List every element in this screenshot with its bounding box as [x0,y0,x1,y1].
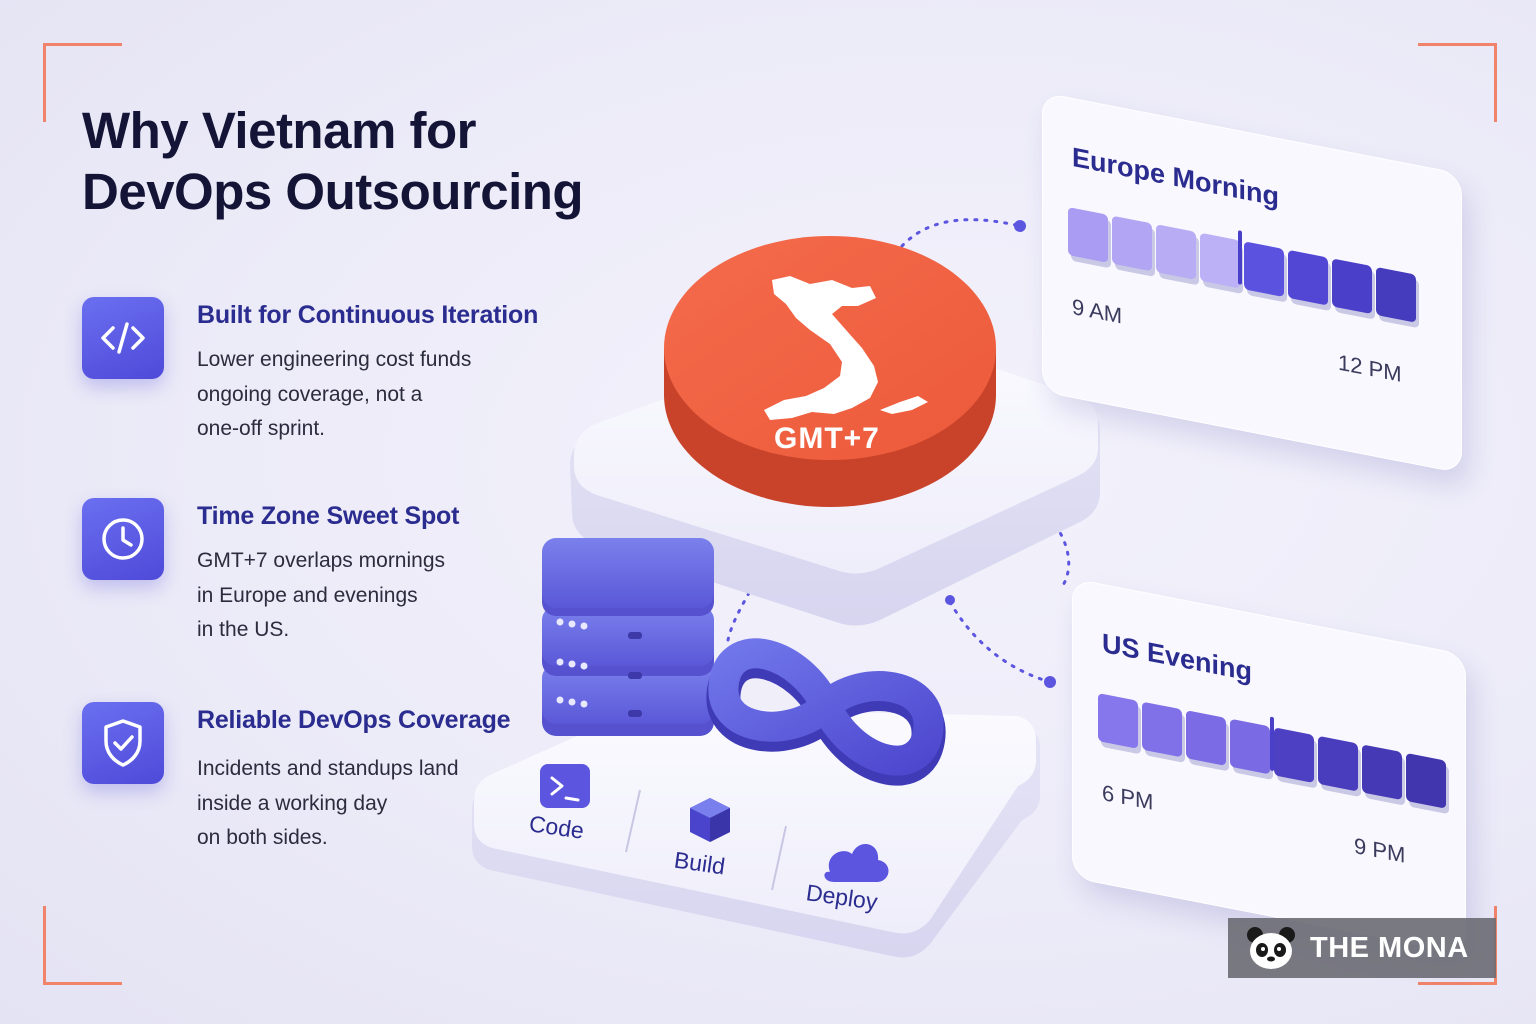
feature-desc-line: GMT+7 overlaps mornings [197,549,446,572]
feature-desc-line: Incidents and standups land [197,757,459,780]
gmt-label: GMT+7 [774,422,880,455]
feature-desc-line: ongoing coverage, not a [197,382,423,406]
feature-description: Lower engineering cost funds ongoing cov… [197,343,471,447]
title-line-2: DevOps Outsourcing [82,163,584,220]
terminal-icon [540,764,590,808]
timeline-segment [1230,718,1270,775]
feature-description: Incidents and standups land inside a wor… [197,752,459,856]
feature-desc-line: one-off sprint. [197,417,326,440]
server-stack-icon [542,538,714,736]
timeline-start-label: 6 PM [1102,779,1154,815]
timeline-segment [1406,752,1446,809]
timeline-segment [1112,215,1152,272]
connector-lines [726,218,1071,684]
corner-frame-top-left [43,43,122,122]
clock-icon [82,498,164,580]
page-title: Why Vietnam for DevOps Outsourcing [82,100,584,222]
feature-description: GMT+7 overlaps mornings in Europe and ev… [197,544,445,648]
timeline-segment [1098,693,1138,749]
timeline-segment [1244,241,1284,298]
timeline-segment [1142,701,1182,758]
timeline-segment [1274,727,1314,784]
shield-check-icon [82,702,164,784]
cube-icon [690,798,730,842]
cloud-icon [824,843,889,882]
feature-desc-line: on both sides. [197,826,328,849]
gmt-disk: GMT+7 [664,236,996,507]
timeline-segment [1288,249,1328,306]
feature-title: Reliable DevOps Coverage [197,706,511,734]
title-line-1: Why Vietnam for [82,102,476,159]
code-icon [82,297,164,379]
timeline-segment [1156,224,1196,280]
timeline-marker [1238,230,1242,285]
feature-desc-line: in the US. [197,618,290,641]
feature-desc-line: in Europe and evenings [197,583,418,607]
timeline-segment [1376,266,1416,323]
corner-frame-top-right [1418,43,1497,122]
timeline-end-label: 12 PM [1338,349,1402,387]
panda-icon [1247,927,1295,969]
timeline-segment [1200,232,1240,289]
timeline-segment [1332,258,1372,315]
panel-title: US Evening [1102,627,1253,687]
feature-title: Time Zone Sweet Spot [197,502,460,530]
feature-desc-line: Lower engineering cost funds [197,348,472,371]
corner-frame-bottom-left [43,906,122,985]
timeline-start-label: 9 AM [1072,293,1123,329]
brand-badge: THE MONA [1228,918,1496,978]
brand-name: THE MONA [1310,931,1469,964]
timeline-segment [1068,207,1108,263]
timeline-segment [1362,744,1402,801]
infinity-icon [706,638,946,786]
feature-title: Built for Continuous Iteration [197,301,539,329]
timeline-segment [1186,710,1226,766]
panel-title: Europe Morning [1072,141,1279,213]
timeline-marker [1270,716,1274,772]
feature-desc-line: inside a working day [197,791,388,815]
timeline-segment [1318,735,1358,792]
vietnam-map-icon [764,276,878,420]
timeline-end-label: 9 PM [1354,832,1406,868]
